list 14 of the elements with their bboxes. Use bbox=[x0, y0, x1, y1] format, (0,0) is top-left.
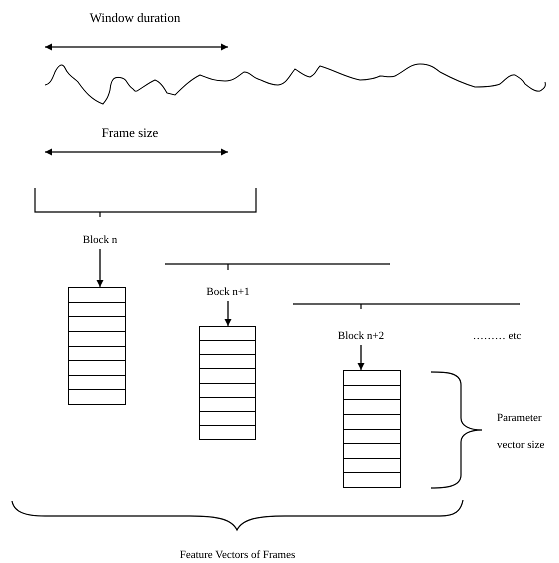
arrow bbox=[358, 345, 364, 370]
arrow bbox=[224, 301, 232, 326]
block-label: Bock n+1 bbox=[193, 285, 263, 299]
dimension-label: Frame size bbox=[100, 126, 160, 140]
brace-label: Parameter vector size bbox=[497, 411, 546, 453]
vector-stack bbox=[68, 287, 126, 405]
continuation-text: ……… etc bbox=[472, 329, 522, 343]
block-label: Block n+2 bbox=[326, 329, 396, 343]
vector-stack bbox=[343, 370, 401, 488]
arrow bbox=[96, 249, 104, 287]
dimension-label: Window duration bbox=[88, 11, 182, 25]
brace-label: Feature Vectors of Frames bbox=[178, 548, 296, 562]
vector-stack bbox=[199, 326, 256, 440]
block-label: Block n bbox=[70, 233, 130, 247]
